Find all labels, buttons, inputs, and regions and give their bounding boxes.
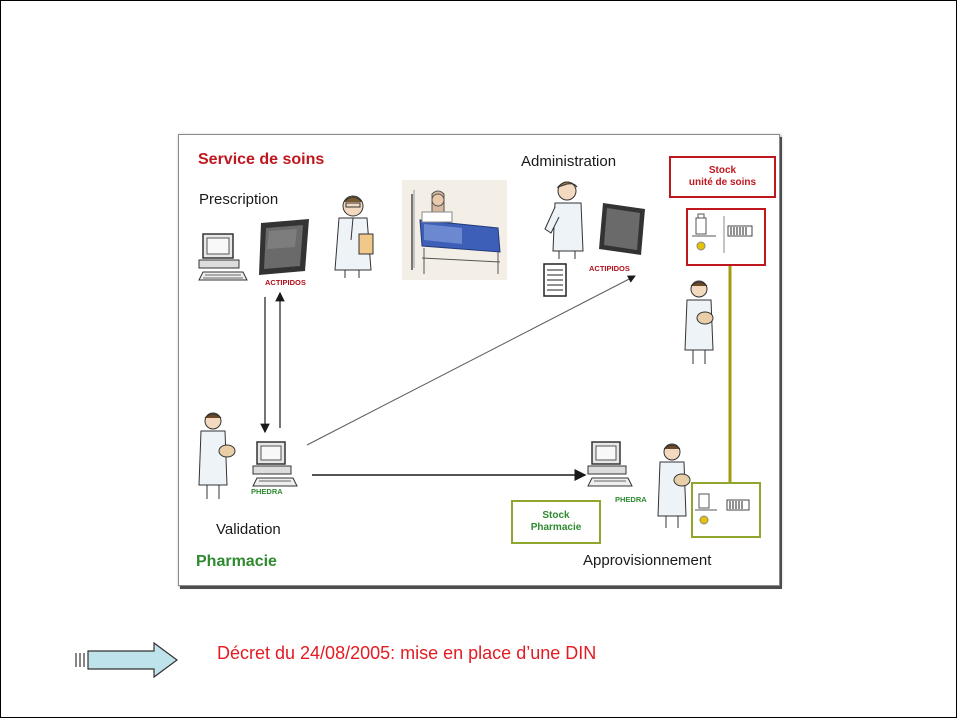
phedra-label-approvisionnement: PHEDRA — [615, 495, 647, 504]
right-block-arrow-icon — [75, 641, 179, 679]
tablet-icon — [599, 203, 645, 255]
arrow-validation-to-administration — [306, 275, 636, 446]
nurse-icon — [544, 181, 584, 259]
flow-connectors — [260, 263, 732, 483]
phedra-label-validation: PHEDRA — [251, 487, 283, 496]
stock-pharmacie-line-1: Stock — [542, 510, 570, 521]
stock-unite-de-soins-box: Stock unité de soins — [669, 156, 776, 198]
desktop-computer-icon — [252, 441, 298, 487]
pharmacist-icon — [198, 412, 236, 499]
validation-label: Validation — [216, 521, 281, 538]
pharmacie-title: Pharmacie — [196, 553, 277, 570]
document-icon — [543, 263, 567, 297]
stock-pharmacie-box: Stock Pharmacie — [511, 500, 601, 544]
pharmacist-icon — [657, 443, 691, 528]
storage-cabinet-icon — [686, 208, 766, 266]
workflow-diagram: Service de soins Pharmacie Prescription … — [178, 134, 780, 586]
pharmacist-icon — [684, 280, 714, 364]
stock-pharmacie-line-2: Pharmacie — [530, 522, 582, 533]
service-de-soins-title: Service de soins — [198, 151, 325, 168]
stock-unite-line-2: unité de soins — [688, 177, 757, 188]
actipidos-label-administration: ACTIPIDOS — [589, 264, 630, 273]
desktop-computer-icon — [198, 233, 248, 281]
pharmacy-storage-icon — [691, 482, 761, 538]
prescription-label: Prescription — [199, 191, 279, 208]
actipidos-label-prescription: ACTIPIDOS — [265, 278, 306, 287]
approvisionnement-label: Approvisionnement — [583, 552, 712, 569]
tablet-icon — [259, 219, 309, 275]
stock-unite-line-1: Stock — [708, 165, 737, 176]
doctor-icon — [334, 195, 374, 278]
desktop-computer-icon — [587, 441, 633, 487]
patient-bed-icon — [402, 180, 507, 280]
administration-label: Administration — [521, 153, 617, 170]
decree-text: Décret du 24/08/2005: mise en place d’un… — [217, 643, 597, 663]
